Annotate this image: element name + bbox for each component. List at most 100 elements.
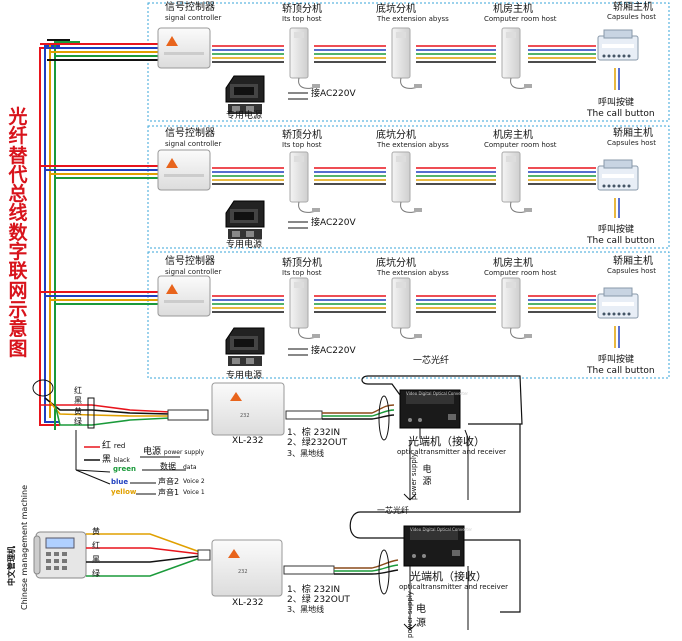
lower-pin2: 2、绿 232OUT — [287, 595, 350, 605]
car-top-en-3: Its top host — [282, 269, 322, 277]
wire-label: 绿 — [74, 417, 82, 427]
title-char: 线 — [8, 202, 28, 225]
legend-voice1-zh: 声音1 — [158, 488, 180, 497]
capsule-zh-1: 轿厢主机 — [613, 2, 653, 13]
pit-zh-2: 底坑分机 — [376, 130, 416, 141]
wire-label: 源 — [422, 477, 432, 487]
legend-data-en: data — [183, 464, 197, 471]
wire-label: 红 — [92, 541, 100, 550]
legend-power-en: power supply — [163, 449, 205, 456]
car-top-en-1: Its top host — [282, 15, 322, 23]
upper-power-supply: power supply — [410, 453, 418, 500]
xl232-converter-upper — [211, 382, 285, 436]
call-zh-1: 呼叫按键 — [598, 98, 635, 108]
car-top-en-2: Its top host — [282, 141, 322, 149]
title-char: 总 — [8, 183, 28, 206]
upper-optical-en: opticaltransmitter and receiver — [397, 448, 507, 456]
wire-label: 黑 — [74, 396, 82, 406]
title-char: 替 — [8, 144, 28, 167]
capsule-en-2: Capsules host — [607, 139, 656, 147]
machine-room-host-1 — [501, 27, 533, 89]
legend-green: green — [113, 465, 136, 473]
title-char: 网 — [8, 279, 28, 302]
management-zh: 中文管理机 — [7, 546, 16, 586]
legend-black-en: black — [113, 457, 130, 464]
machine-room-zh-2: 机房主机 — [493, 130, 533, 141]
car-top-host-2 — [289, 151, 321, 213]
machine-room-en-2: Computer room host — [484, 141, 557, 149]
capsule-host-3 — [597, 287, 639, 319]
car-top-zh-2: 轿顶分机 — [282, 130, 322, 141]
legend-red-en: red — [113, 442, 126, 450]
upper-device-text: Video Digital Optical Converter — [406, 391, 469, 396]
title-char: 光 — [8, 106, 28, 128]
legend-data-zh: 数据 — [160, 462, 176, 471]
title-char: 代 — [8, 163, 28, 186]
signal-controller-en-2: signal controller — [165, 140, 222, 148]
car-top-zh-1: 轿顶分机 — [282, 4, 322, 15]
wire-label: 黑 — [92, 555, 100, 564]
ac-label-2: 接AC220V — [311, 218, 356, 228]
signal-controller-3 — [157, 275, 211, 317]
power-supply-3 — [225, 327, 265, 367]
capsule-zh-2: 轿厢主机 — [613, 128, 653, 139]
legend-voice2-en: Voice 2 — [183, 478, 205, 485]
signal-controller-en-1: signal controller — [165, 14, 222, 22]
lower-wire-labels: 黄红黑绿 — [92, 525, 102, 581]
pit-en-3: The extension abyss — [377, 269, 449, 277]
wire-label: 电 — [416, 604, 426, 615]
diagram-title: 光纤替代总线数字联网示意图 — [6, 106, 30, 360]
fiber-note-3: 一芯光纤 — [413, 356, 450, 366]
machine-room-zh-1: 机房主机 — [493, 4, 533, 15]
machine-room-en-1: Computer room host — [484, 15, 557, 23]
machine-room-host-3 — [501, 277, 533, 339]
call-en-3: The call button — [587, 366, 655, 376]
signal-controller-1 — [157, 27, 211, 69]
wire-label: 黄 — [92, 527, 100, 536]
wire-label: 黄 — [74, 406, 82, 416]
upper-pin3: 3、黑地线 — [287, 449, 325, 458]
capsule-en-3: Capsules host — [607, 267, 656, 275]
legend-voice1-en: Voice 1 — [183, 489, 205, 496]
title-char: 数 — [8, 221, 28, 244]
wire-label: 红 — [74, 386, 82, 395]
power-supply-1 — [225, 75, 265, 115]
legend-voice2-zh: 声音2 — [158, 477, 180, 486]
power-label-2: 专用电源 — [226, 240, 263, 250]
lower-optical-en: opticaltransmitter and receiver — [399, 583, 509, 591]
ac-label-1: 接AC220V — [311, 89, 356, 99]
capsule-host-1 — [597, 29, 639, 61]
power-label-1: 专用电源 — [226, 111, 263, 121]
lower-pin1: 1、棕 232IN — [287, 585, 341, 595]
legend-black-zh: 黑 — [102, 455, 112, 465]
machine-room-zh-3: 机房主机 — [493, 258, 533, 269]
signal-controller-en-3: signal controller — [165, 268, 222, 276]
signal-controller-zh-2: 信号控制器 — [165, 128, 215, 139]
title-char: 意 — [8, 318, 28, 341]
power-label-3: 专用电源 — [226, 371, 263, 381]
call-zh-3: 呼叫按键 — [598, 355, 635, 365]
management-en: Chinese management machine — [20, 484, 29, 610]
title-char: 纤 — [8, 125, 28, 148]
pit-en-1: The extension abyss — [377, 15, 449, 23]
legend-power: 电源 power supply — [143, 448, 204, 457]
title-char: 字 — [8, 241, 28, 264]
call-en-2: The call button — [587, 236, 655, 246]
legend-red: 红 red — [102, 442, 125, 451]
pit-host-2 — [391, 151, 423, 213]
fiber-link-label: 一芯光纤 — [377, 506, 409, 515]
xl232-converter-lower — [211, 539, 283, 597]
wire-label: 源 — [416, 618, 426, 629]
upper-wire-labels: 红黑黄绿 — [74, 386, 84, 428]
upper-converter-label: XL-232 — [232, 436, 264, 446]
lower-pin3: 3、黑地线 — [287, 605, 325, 614]
legend-black: 黑 black — [102, 456, 130, 465]
title-char: 示 — [8, 298, 28, 321]
legend-blue: blue — [111, 478, 129, 486]
capsule-en-1: Capsules host — [607, 13, 656, 21]
machine-room-en-3: Computer room host — [484, 269, 557, 277]
title-char: 图 — [8, 337, 28, 360]
upper-pin1: 1、棕 232IN — [287, 428, 341, 438]
